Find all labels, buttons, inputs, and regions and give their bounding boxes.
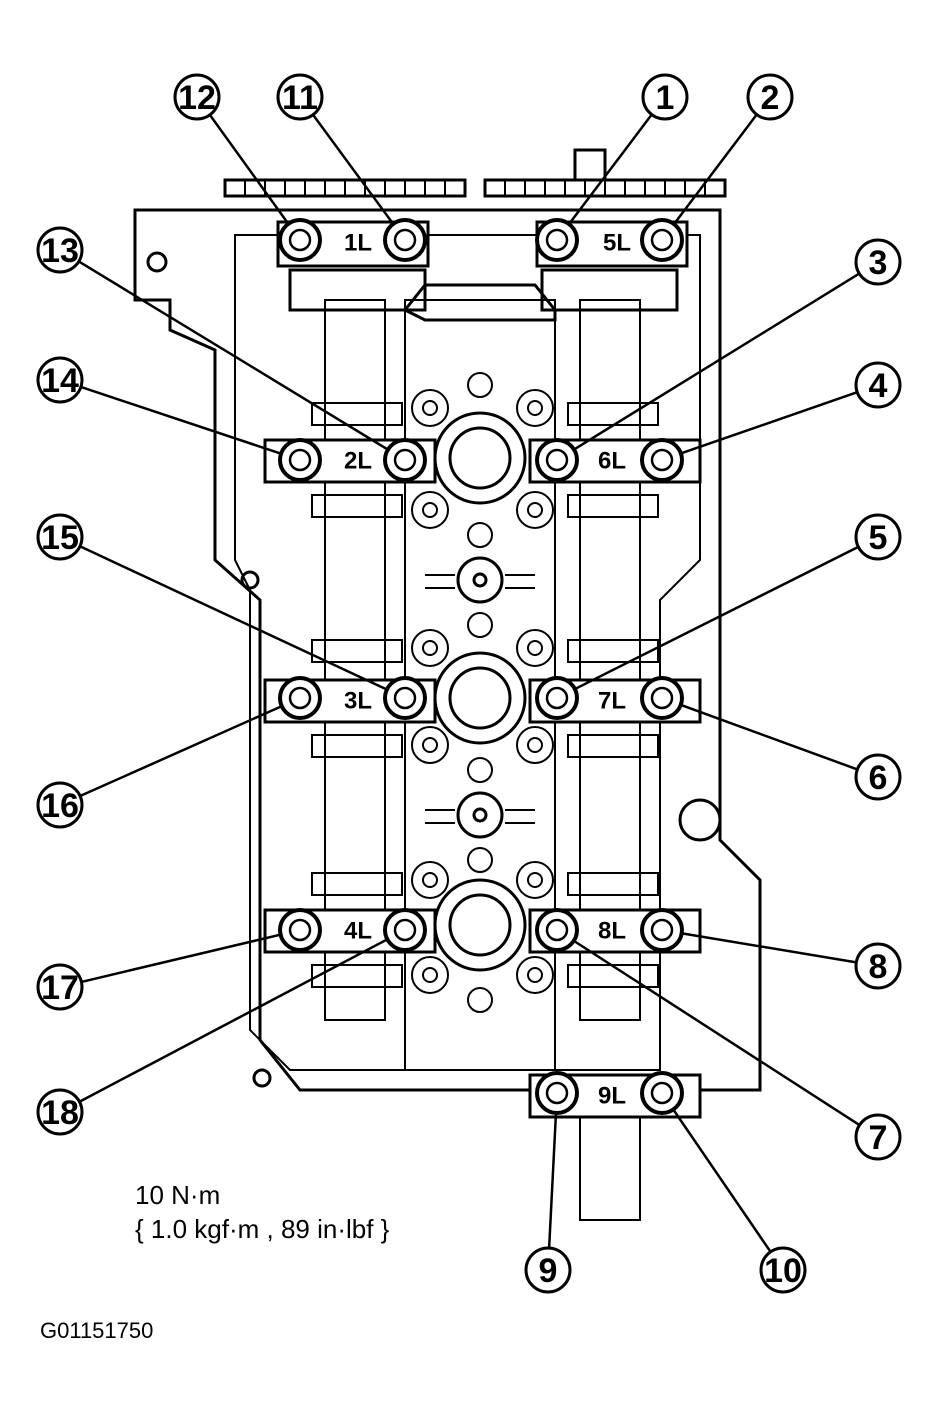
callout-number-4: 4 [869, 367, 888, 405]
callout-circle-11 [276, 73, 324, 121]
bolt-head-15 [393, 686, 417, 710]
callout-number-18: 18 [41, 1094, 79, 1132]
callout-number-15: 15 [41, 519, 79, 557]
leader-11 [312, 113, 396, 227]
callout-number-7: 7 [869, 1119, 888, 1157]
bolt-head-11 [393, 228, 417, 252]
bearing-block-1l [288, 268, 427, 312]
callout-number-12: 12 [178, 79, 216, 117]
leader-4 [678, 391, 858, 456]
leader-8 [679, 931, 857, 964]
bolt-head-12 [288, 228, 312, 252]
leader-17 [81, 932, 283, 984]
leader-2 [671, 113, 758, 227]
cap-label-3: 3L [344, 688, 372, 715]
callout-circle-1 [641, 73, 689, 121]
callout-circle-3 [854, 238, 902, 286]
leader-9 [547, 1110, 558, 1249]
callout-number-10: 10 [764, 1252, 802, 1290]
callout-circle-12 [173, 73, 221, 121]
bolt-head-10 [650, 1081, 674, 1105]
leader-15 [79, 545, 390, 692]
cap-label-9: 9L [598, 1083, 626, 1110]
callout-number-8: 8 [869, 948, 888, 986]
leader-18 [78, 937, 390, 1103]
bolt-head-13 [393, 448, 417, 472]
figure-id: G01151750 [40, 1318, 154, 1343]
callout-circle-10 [759, 1246, 807, 1294]
cap-label-6: 6L [598, 448, 626, 475]
cap-label-5: 5L [603, 230, 631, 257]
callout-number-17: 17 [41, 969, 79, 1007]
callout-number-6: 6 [869, 759, 888, 797]
leader-1 [566, 113, 653, 227]
callout-circle-5 [854, 513, 902, 561]
leader-3 [571, 272, 860, 452]
callout-circle-2 [746, 73, 794, 121]
torque-nm: 10 N·m [135, 1180, 221, 1210]
cap-bolts [278, 218, 684, 1115]
bearing-block-5l [540, 268, 679, 312]
bolt-head-18 [393, 918, 417, 942]
callout-circle-18 [36, 1088, 84, 1136]
bolt-head-5 [545, 686, 569, 710]
callout-circle-13 [36, 226, 84, 274]
cap-label-2: 2L [344, 448, 372, 475]
callout-circle-17 [36, 963, 84, 1011]
callout-number-16: 16 [41, 787, 79, 825]
leader-7 [571, 938, 861, 1127]
callout-number-1: 1 [656, 79, 675, 117]
leader-5 [572, 545, 859, 692]
cam-lobes [311, 389, 659, 994]
cap-label-4: 4L [344, 918, 372, 945]
cap-label-1: 1L [344, 230, 372, 257]
bolt-head-4 [650, 448, 674, 472]
leader-14 [80, 385, 284, 456]
callout-number-13: 13 [41, 232, 79, 270]
bolt-head-14 [288, 448, 312, 472]
callout-circle-9 [524, 1246, 572, 1294]
bolt-head-17 [288, 918, 312, 942]
bolt-head-2 [650, 228, 674, 252]
leader-6 [678, 703, 858, 771]
callout-circle-16 [36, 781, 84, 829]
callout-number-14: 14 [41, 362, 79, 400]
leader-13 [78, 260, 391, 452]
callout-circle-15 [36, 513, 84, 561]
callout-number-11: 11 [282, 79, 318, 117]
bolt-head-9 [545, 1081, 569, 1105]
leader-16 [79, 704, 285, 798]
callout-circle-4 [854, 361, 902, 409]
leader-12 [208, 114, 291, 227]
cap-label-8: 8L [598, 918, 626, 945]
callout-leaders [78, 113, 861, 1253]
bolt-head-8 [650, 918, 674, 942]
callout-number-2: 2 [761, 79, 780, 117]
callout-circle-8 [854, 942, 902, 990]
bolt-head-1 [545, 228, 569, 252]
leader-10 [671, 1107, 772, 1253]
callout-circle-6 [854, 753, 902, 801]
bolt-head-7 [545, 918, 569, 942]
bolt-head-3 [545, 448, 569, 472]
cap-label-7: 7L [598, 688, 626, 715]
bolt-head-6 [650, 686, 674, 710]
torque-alt-units: { 1.0 kgf·m , 89 in·lbf } [135, 1214, 390, 1244]
callout-number-5: 5 [869, 519, 888, 557]
timing-sprockets [223, 148, 727, 198]
bolt-head-16 [288, 686, 312, 710]
torque-spec: 10 N·m { 1.0 kgf·m , 89 in·lbf } [135, 1178, 389, 1246]
callout-number-9: 9 [539, 1252, 558, 1290]
callout-number-3: 3 [869, 244, 888, 282]
callout-circle-14 [36, 356, 84, 404]
callout-circle-7 [854, 1113, 902, 1161]
